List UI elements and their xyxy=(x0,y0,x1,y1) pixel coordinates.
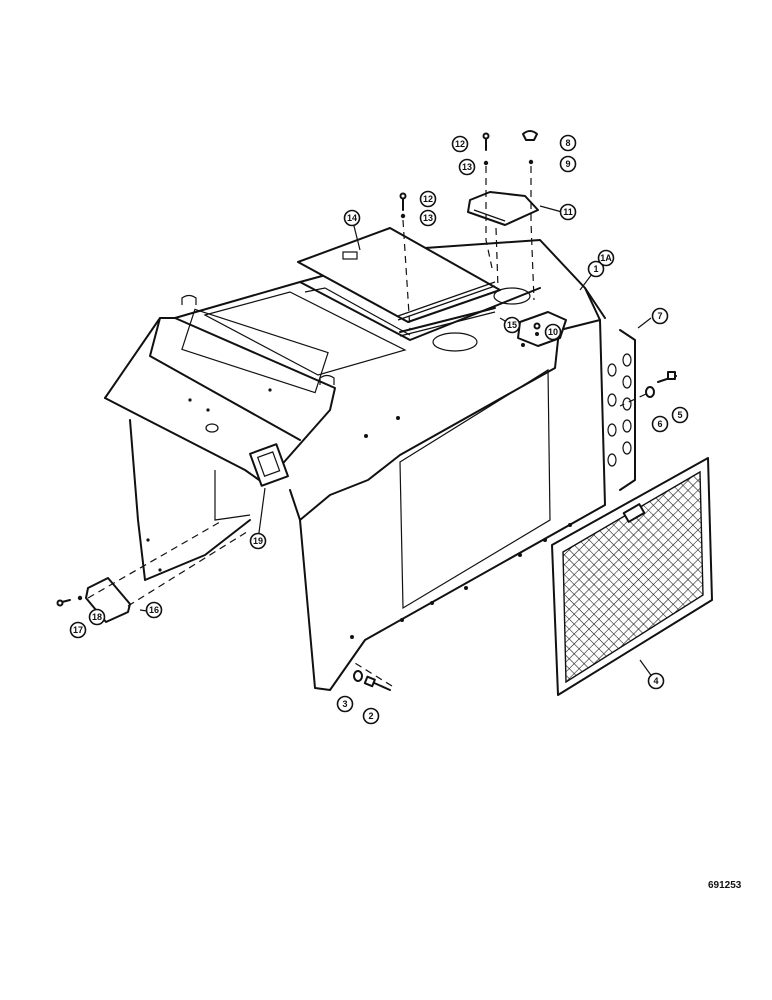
hatch-plate xyxy=(467,191,539,226)
svg-text:15: 15 xyxy=(507,320,517,330)
svg-text:16: 16 xyxy=(149,605,159,615)
callout-18: 18 xyxy=(88,608,106,626)
grille-screen xyxy=(551,457,713,696)
svg-text:12: 12 xyxy=(423,194,433,204)
callout-16: 16 xyxy=(145,601,163,619)
svg-text:18: 18 xyxy=(92,612,102,622)
callout-5: 5 xyxy=(671,406,689,424)
fasteners xyxy=(56,130,677,691)
callout-12-lower: 12 xyxy=(419,190,437,208)
svg-text:2: 2 xyxy=(368,711,373,721)
callout-17: 17 xyxy=(69,621,87,639)
assembly-lines xyxy=(87,166,647,687)
svg-text:13: 13 xyxy=(462,162,472,172)
callout-15: 15 xyxy=(503,316,521,334)
svg-text:5: 5 xyxy=(677,410,682,420)
callout-4: 4 xyxy=(647,672,665,690)
callout-12-upper: 12 xyxy=(451,135,469,153)
svg-text:14: 14 xyxy=(347,213,357,223)
callout-9: 9 xyxy=(559,155,577,173)
svg-text:7: 7 xyxy=(657,311,662,321)
svg-text:4: 4 xyxy=(653,676,658,686)
callout-6: 6 xyxy=(651,415,669,433)
svg-text:10: 10 xyxy=(548,327,558,337)
top-cover-plate xyxy=(297,227,501,337)
callout-7: 7 xyxy=(651,307,669,325)
callout-1a: 1A xyxy=(597,249,615,267)
callout-1: 1 xyxy=(587,260,605,278)
svg-text:17: 17 xyxy=(73,625,83,635)
svg-text:11: 11 xyxy=(563,207,573,217)
callout-8: 8 xyxy=(559,134,577,152)
callout-11: 11 xyxy=(559,203,577,221)
svg-text:8: 8 xyxy=(565,138,570,148)
hood-assembly xyxy=(104,239,636,691)
callout-2: 2 xyxy=(362,707,380,725)
callout-13-lower: 13 xyxy=(419,209,437,227)
svg-text:1A: 1A xyxy=(600,253,612,263)
svg-text:6: 6 xyxy=(657,419,662,429)
svg-text:9: 9 xyxy=(565,159,570,169)
svg-text:13: 13 xyxy=(423,213,433,223)
callout-3: 3 xyxy=(336,695,354,713)
svg-text:3: 3 xyxy=(342,699,347,709)
svg-text:19: 19 xyxy=(253,536,263,546)
callout-13-upper: 13 xyxy=(458,158,476,176)
callout-10: 10 xyxy=(544,323,562,341)
svg-text:1: 1 xyxy=(593,264,598,274)
callout-19: 19 xyxy=(249,532,267,550)
callout-14: 14 xyxy=(343,209,361,227)
svg-text:12: 12 xyxy=(455,139,465,149)
drawing-number: 691253 xyxy=(708,880,742,891)
